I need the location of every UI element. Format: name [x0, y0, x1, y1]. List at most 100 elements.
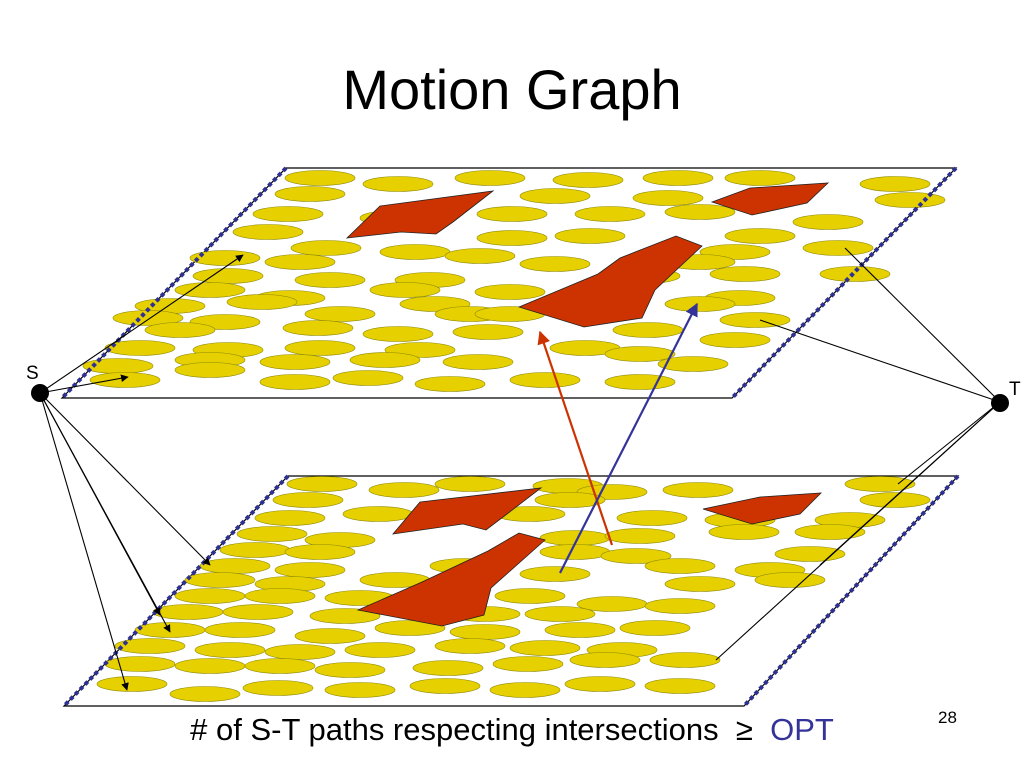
top-ellipse — [369, 282, 441, 298]
top-ellipse — [476, 230, 548, 246]
bottom-ellipse — [449, 624, 521, 640]
target-edges — [715, 247, 1001, 661]
top-ellipse — [476, 206, 548, 222]
bottom-ellipse — [244, 658, 316, 674]
top-ellipse — [519, 188, 591, 204]
slide-title: Motion Graph — [342, 58, 682, 121]
edge-bottom-t-1 — [897, 401, 1001, 485]
bottom-ellipse — [489, 682, 561, 698]
top-ellipse — [304, 306, 376, 322]
top-ellipse — [284, 170, 356, 186]
caption-relation: ≥ — [735, 712, 753, 747]
bottom-ellipse — [794, 524, 866, 540]
top-ellipse — [657, 356, 729, 372]
top-ellipse — [819, 266, 891, 282]
bottom-ellipse — [286, 476, 358, 492]
top-ellipse — [174, 362, 246, 378]
bottom-ellipse — [294, 628, 366, 644]
top-ellipse — [699, 332, 771, 348]
top-ellipse — [226, 294, 298, 310]
caption-opt: OPT — [770, 712, 834, 747]
top-ellipse — [454, 170, 526, 186]
bottom-plane-left-dashed-edge — [62, 474, 290, 708]
top-ellipse — [724, 170, 796, 186]
top-obstacle-1 — [345, 190, 495, 239]
top-ellipse — [724, 228, 796, 244]
bottom-ellipse — [169, 686, 241, 702]
bottom-ellipse — [104, 656, 176, 672]
blue-intersection-arrow — [559, 302, 698, 574]
bottom-ellipse — [174, 658, 246, 674]
bottom-ellipse — [544, 622, 616, 638]
bottom-ellipse — [494, 588, 566, 604]
bottom-ellipse — [174, 588, 246, 604]
top-ellipse — [574, 206, 646, 222]
bottom-ellipse — [314, 662, 386, 678]
bottom-ellipse — [324, 682, 396, 698]
top-ellipse — [719, 312, 791, 328]
bottom-obstacle-3 — [356, 532, 546, 627]
bottom-ellipse — [662, 482, 734, 498]
bottom-ellipse — [368, 482, 440, 498]
top-ellipse — [474, 284, 546, 300]
bottom-ellipse — [409, 678, 481, 694]
bottom-ellipse — [236, 526, 308, 542]
bottom-ellipse — [114, 638, 186, 654]
bottom-ellipse — [242, 680, 314, 696]
target-node — [991, 394, 1009, 412]
bottom-ellipse — [412, 660, 484, 676]
top-ellipse — [362, 176, 434, 192]
bottom-obstacle-2 — [702, 492, 823, 525]
edge-top-t-1 — [844, 247, 1001, 403]
bottom-ellipse — [374, 620, 446, 636]
top-plane — [60, 166, 958, 400]
top-ellipse — [664, 204, 736, 220]
bottom-ellipse — [564, 676, 636, 692]
slide-caption: # of S-T paths respecting intersections … — [0, 712, 1024, 748]
top-ellipse — [174, 282, 246, 298]
top-ellipse — [414, 376, 486, 392]
top-ellipse — [509, 372, 581, 388]
source-node — [31, 384, 49, 402]
top-ellipse — [552, 172, 624, 188]
top-ellipse — [259, 354, 331, 370]
bottom-ellipse — [152, 604, 224, 620]
top-ellipse — [632, 190, 704, 206]
bottom-ellipse — [264, 644, 336, 660]
bottom-ellipse — [204, 622, 276, 638]
top-plane-ellipses — [82, 170, 946, 392]
edge-s-bottom-4 — [39, 392, 129, 691]
bottom-ellipse — [644, 598, 716, 614]
bottom-ellipse — [219, 542, 291, 558]
bottom-ellipse — [342, 506, 414, 522]
top-ellipse — [144, 322, 216, 338]
top-ellipse — [232, 224, 304, 240]
top-ellipse — [554, 228, 626, 244]
top-ellipse — [264, 254, 336, 270]
bottom-ellipse — [569, 652, 641, 668]
bottom-ellipse — [539, 544, 611, 560]
bottom-plane-ellipses — [96, 476, 931, 702]
caption-text: # of S-T paths respecting intersections — [190, 712, 719, 747]
top-ellipse — [709, 266, 781, 282]
bottom-ellipse — [284, 544, 356, 560]
edge-s-bottom-1 — [39, 392, 211, 566]
top-ellipse — [452, 324, 524, 340]
bottom-ellipse — [254, 510, 326, 526]
top-ellipse — [189, 250, 261, 266]
bottom-ellipse — [644, 558, 716, 574]
top-ellipse — [442, 354, 514, 370]
top-ellipse — [612, 322, 684, 338]
top-ellipse — [379, 244, 451, 260]
bottom-ellipse — [664, 576, 736, 592]
bottom-ellipse — [199, 558, 271, 574]
top-obstacle-3 — [517, 235, 703, 328]
bottom-ellipse — [492, 656, 564, 672]
page-number: 28 — [938, 708, 957, 727]
top-ellipse — [859, 176, 931, 192]
top-ellipse — [282, 320, 354, 336]
bottom-ellipse — [519, 566, 591, 582]
top-ellipse — [284, 340, 356, 356]
edge-bottom-t-3 — [715, 401, 1001, 661]
edge-s-top-1 — [39, 254, 244, 394]
